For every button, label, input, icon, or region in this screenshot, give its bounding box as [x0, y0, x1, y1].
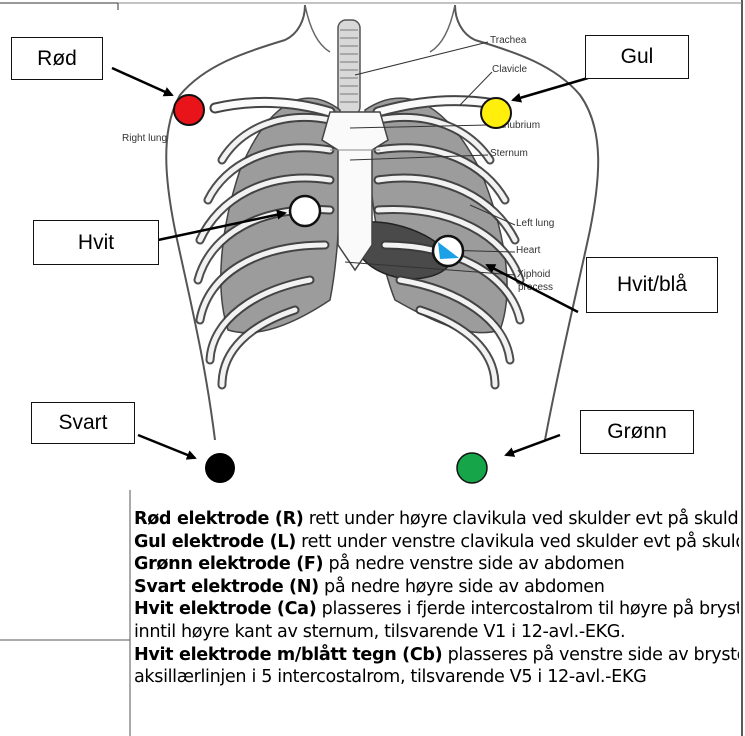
box-red: Rød — [11, 37, 103, 80]
box-white-blue: Hvit/blå — [586, 257, 718, 313]
legend-line: Svart elektrode (N) på nedre høyre side … — [134, 576, 739, 599]
box-yellow: Gul — [585, 35, 689, 79]
box-green: Grønn — [580, 410, 694, 454]
electrode-black — [205, 453, 235, 483]
legend-line: Hvit elektrode m/blått tegn (Cb) plasser… — [134, 644, 739, 667]
electrode-green — [457, 453, 487, 483]
arrow-white — [158, 213, 285, 240]
arrow-yellow — [513, 78, 588, 100]
arrow-red — [112, 68, 172, 95]
electrode-white — [290, 196, 320, 226]
legend-line: aksillærlinjen i 5 intercostalrom, tilsv… — [134, 666, 739, 689]
electrode-white-blue — [433, 236, 463, 266]
electrode-red — [174, 95, 204, 125]
electrode-yellow — [481, 98, 511, 128]
box-white: Hvit — [33, 220, 159, 265]
legend-line: Grønn elektrode (F) på nedre venstre sid… — [134, 553, 739, 576]
legend-line: Rød elektrode (R) rett under høyre clavi… — [134, 508, 739, 531]
electrode-legend: Rød elektrode (R) rett under høyre clavi… — [134, 508, 739, 689]
legend-line: Gul elektrode (L) rett under venstre cla… — [134, 531, 739, 554]
box-black: Svart — [31, 402, 135, 444]
arrow-black — [138, 435, 195, 458]
legend-line: Hvit elektrode (Ca) plasseres i fjerde i… — [134, 598, 739, 621]
arrow-white-blue — [487, 265, 578, 312]
legend-line: inntil høyre kant av sternum, tilsvarend… — [134, 621, 739, 644]
arrow-green — [506, 435, 560, 455]
